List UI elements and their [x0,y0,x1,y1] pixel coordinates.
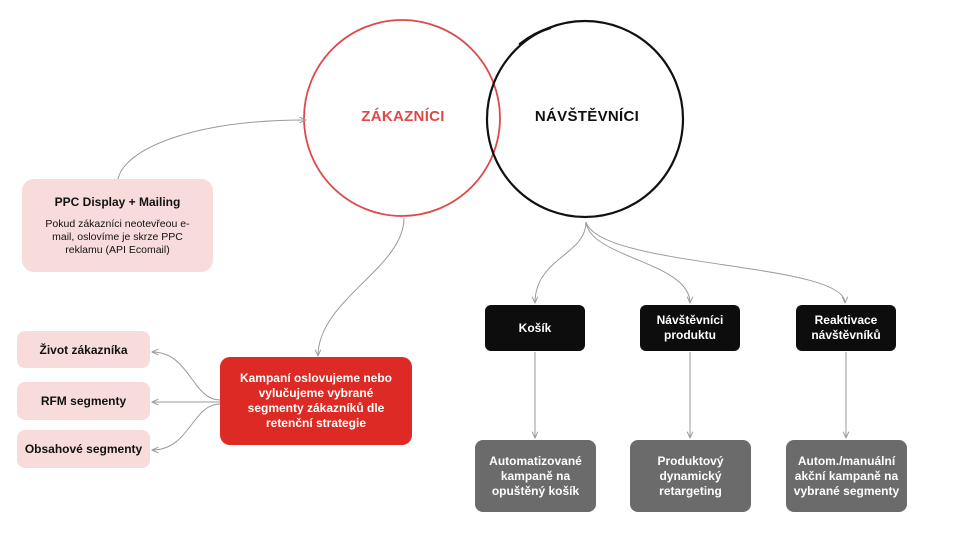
connector-ppc-to-customers [117,120,306,180]
result-label: Autom./manuální akční kampaně na vybrané… [793,453,900,498]
connector-visitors-to-group-3 [585,221,845,303]
segment-box: Život zákazníka [17,331,150,368]
ppc-box: PPC Display + Mailing Pokud zákazníci ne… [22,179,213,272]
visitor-group-label: Návštěvníci produktu [656,313,724,342]
visitors-circle-accent [518,26,552,46]
visitors-label: NÁVŠTĚVNÍCI [534,108,640,125]
ppc-description: Pokud zákazníci neotevřeou e-mail, oslov… [45,217,190,256]
visitors-circle [485,19,685,219]
connector-customers-to-campaign [318,217,405,356]
result-label: Automatizované kampaně na opuštěný košík [489,453,582,498]
segment-box: Obsahové segmenty [17,430,150,468]
visitor-group-box: Košík [485,305,585,351]
connector-campaign-to-segment-3 [152,403,221,450]
customers-label: ZÁKAZNÍCI [361,108,445,125]
campaign-box: Kampaní oslovujeme nebo vylučujeme vybra… [220,357,412,445]
visitor-group-box: Návštěvníci produktu [640,305,740,351]
result-box: Produktový dynamický retargeting [630,440,751,512]
visitor-group-box: Reaktivace návštěvníků [796,305,896,351]
segment-label: Obsahové segmenty [24,442,143,456]
segment-label: Život zákazníka [39,342,128,357]
segment-box: RFM segmenty [17,382,150,420]
connector-visitors-to-group-1 [535,221,587,303]
ppc-title: PPC Display + Mailing [54,194,181,209]
result-box: Automatizované kampaně na opuštěný košík [475,440,596,512]
campaign-box-label: Kampaní oslovujeme nebo vylučujeme vybra… [239,371,393,430]
result-box: Autom./manuální akční kampaně na vybrané… [786,440,907,512]
result-label: Produktový dynamický retargeting [657,453,724,498]
visitor-group-label: Košík [518,320,552,335]
segment-label: RFM segmenty [40,394,127,408]
visitor-group-label: Reaktivace návštěvníků [811,313,881,342]
connector-visitors-to-group-2 [585,221,690,303]
connector-campaign-to-segment-1 [152,352,221,401]
